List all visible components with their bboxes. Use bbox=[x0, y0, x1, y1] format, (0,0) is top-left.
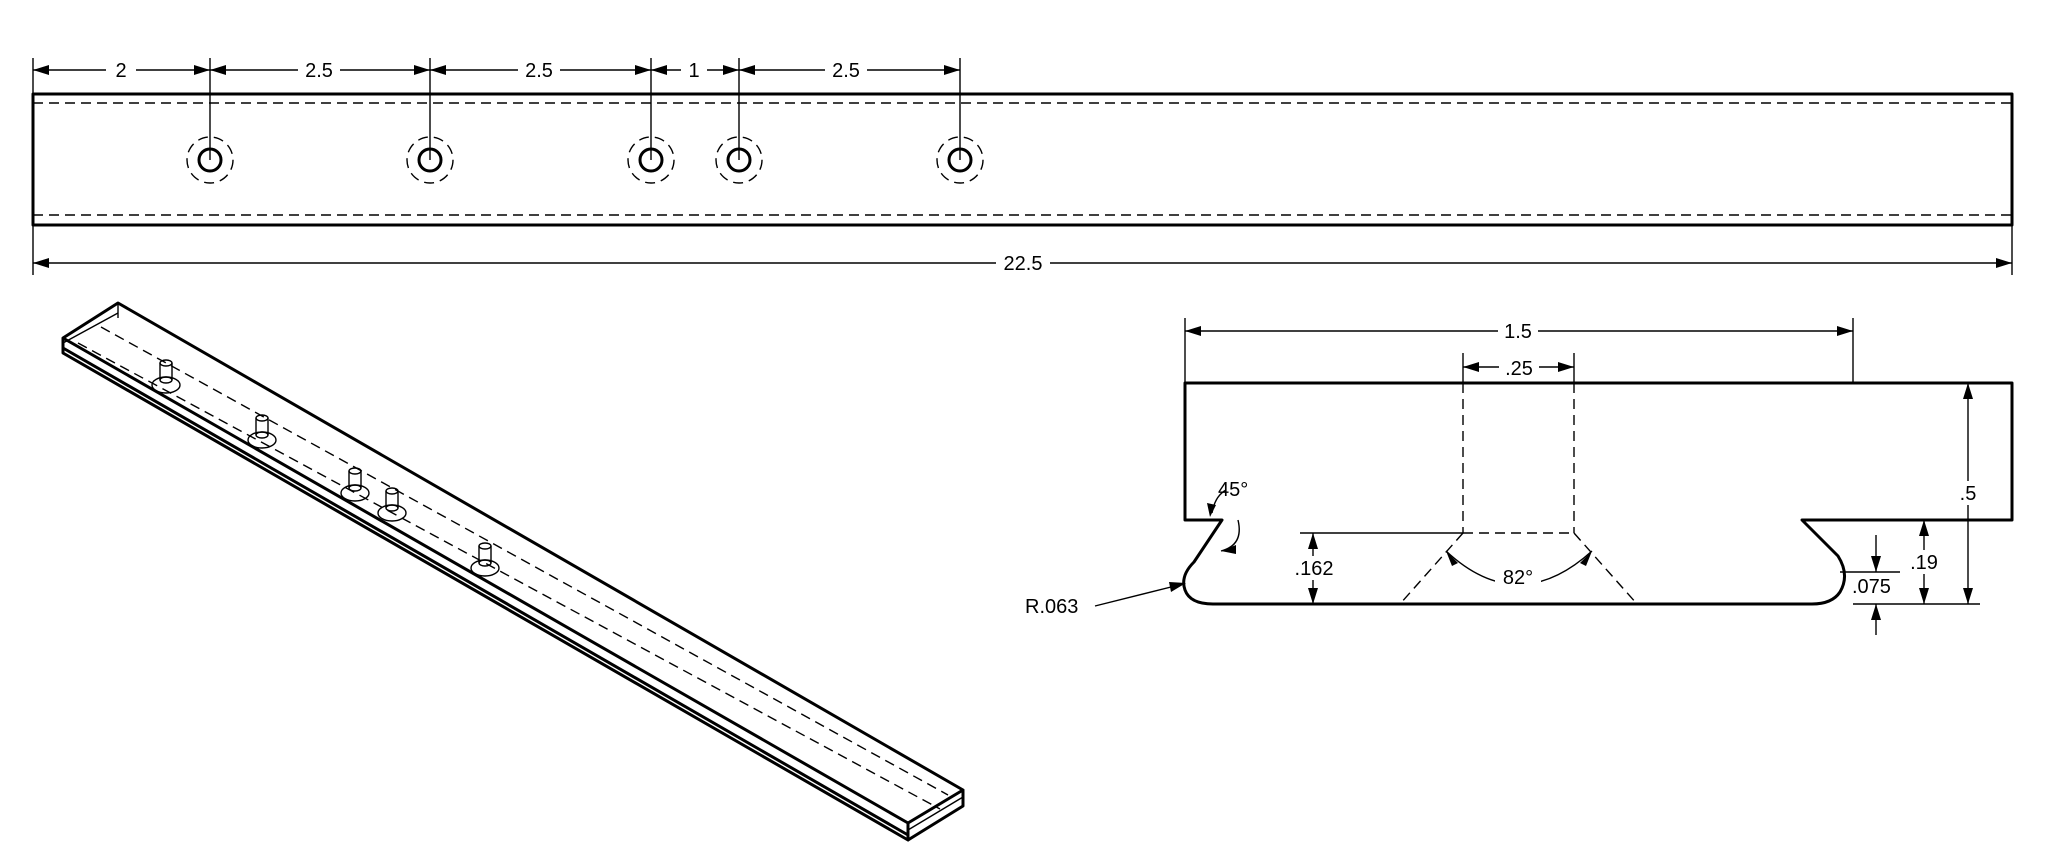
top-view: 2 2.5 2.5 1 2.5 22.5 bbox=[31, 58, 2014, 275]
dim-overall-length: 22.5 bbox=[1004, 253, 1043, 275]
dim-hole-spacing-3: 2.5 bbox=[525, 60, 553, 82]
section-profile bbox=[1182, 381, 2014, 606]
dim-fillet-radius: R.063 bbox=[1025, 596, 1078, 618]
iso-pin bbox=[151, 359, 181, 394]
dim-hole-spacing-2: 2.5 bbox=[305, 60, 333, 82]
dim-height: .5 bbox=[1960, 483, 1977, 505]
iso-pin bbox=[470, 542, 500, 577]
dim-dovetail-angle: 45° bbox=[1218, 479, 1248, 501]
dim-slot-width: .25 bbox=[1505, 358, 1533, 380]
dim-lip-depth: .162 bbox=[1295, 558, 1334, 580]
dim-edge-offset: .075 bbox=[1852, 576, 1891, 598]
dim-width: 1.5 bbox=[1504, 321, 1532, 343]
iso-pin bbox=[247, 414, 277, 449]
iso-pin bbox=[340, 467, 370, 502]
rail-top-face bbox=[61, 301, 965, 825]
overall-length-dimension: 22.5 bbox=[33, 251, 2012, 275]
extension-lines-top bbox=[32, 58, 2013, 275]
section-view: 1.5 .25 .5 .19 .075 bbox=[1025, 318, 2014, 635]
isometric-view bbox=[61, 301, 965, 842]
dim-hole-spacing-5: 2.5 bbox=[832, 60, 860, 82]
hole-spacing-dimensions: 2 2.5 2.5 1 2.5 bbox=[33, 58, 960, 82]
dim-hole-spacing-4: 1 bbox=[688, 60, 699, 82]
mounting-holes bbox=[186, 136, 984, 184]
rail-outline-top-view bbox=[31, 92, 2014, 227]
dim-step-height: .19 bbox=[1910, 552, 1938, 574]
dim-included-angle: 82° bbox=[1503, 567, 1533, 589]
dim-hole-spacing-1: 2 bbox=[115, 60, 126, 82]
iso-pin bbox=[377, 487, 407, 522]
